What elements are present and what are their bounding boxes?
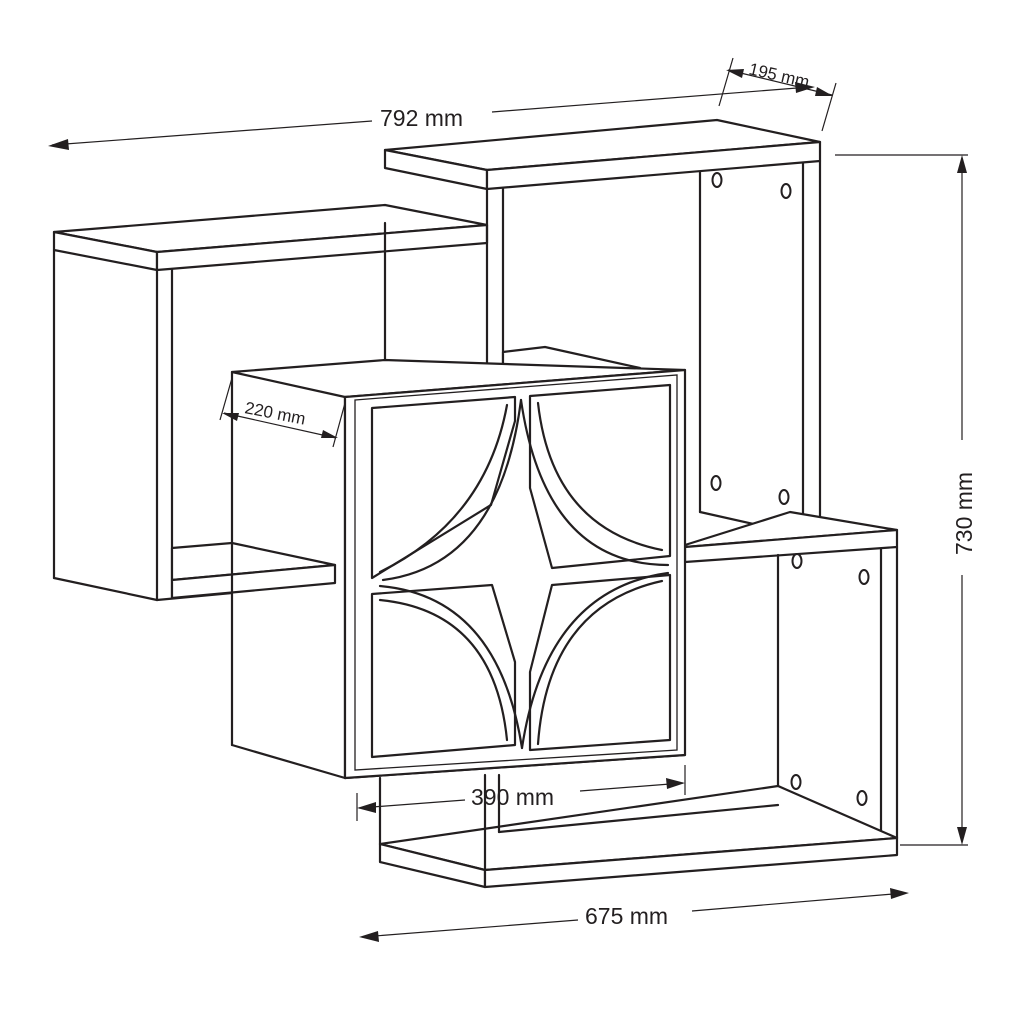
left-shelf-box xyxy=(52,203,489,602)
door-tile-top-right xyxy=(528,383,672,570)
dimension-base-width: 675 mm xyxy=(359,888,909,942)
cabinet-door xyxy=(343,368,687,780)
mounting-holes xyxy=(710,172,870,806)
bottom-right-shelf-box xyxy=(378,510,899,889)
overall-width-label: 792 mm xyxy=(380,105,463,131)
cabinet-width-label: 390 mm xyxy=(471,784,554,810)
overall-height-label: 730 mm xyxy=(951,472,977,555)
base-width-label: 675 mm xyxy=(585,903,668,929)
top-right-shelf-box xyxy=(383,118,822,537)
dimension-cabinet-width: 390 mm xyxy=(356,765,686,821)
dimension-overall-height: 730 mm xyxy=(835,154,977,846)
dimension-overall-width: 792 mm xyxy=(48,82,815,150)
door-tile-top-left xyxy=(370,395,517,580)
dimension-shelf-depth: 195 mm xyxy=(718,57,837,132)
door-tile-bottom-left xyxy=(370,583,517,759)
shelf-depth-label: 195 mm xyxy=(747,59,811,91)
door-tile-bottom-right xyxy=(528,573,672,752)
